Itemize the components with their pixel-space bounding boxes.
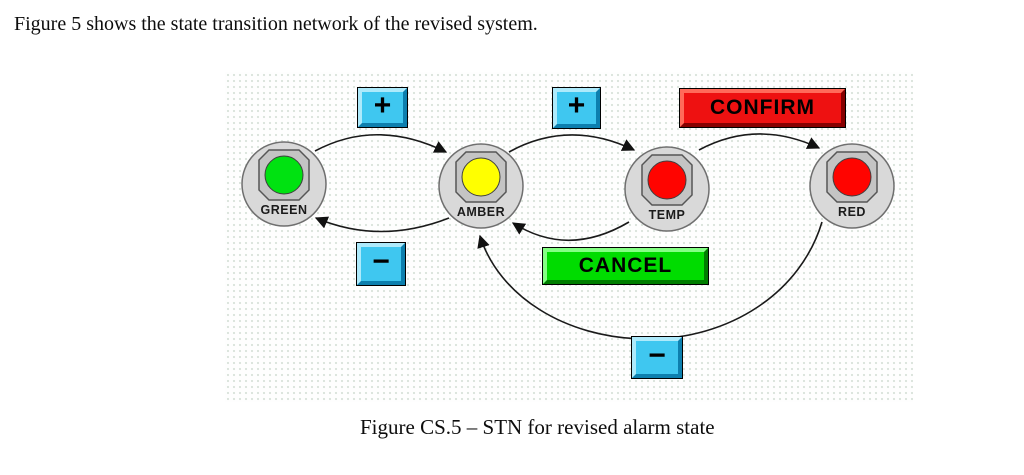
node-label-amber: AMBER bbox=[457, 205, 505, 219]
node-label-red: RED bbox=[838, 205, 866, 219]
arrow-temp-to-amber-cancel bbox=[511, 221, 630, 242]
minus-button-red-amber[interactable]: − bbox=[631, 336, 683, 379]
node-label-green: GREEN bbox=[261, 203, 308, 217]
cancel-button[interactable]: CANCEL bbox=[542, 247, 709, 285]
stn-diagram: GREEN AMBER TEMP RED + + CONFIRM − CANCE… bbox=[225, 72, 913, 402]
green-light bbox=[264, 155, 304, 195]
confirm-button[interactable]: CONFIRM bbox=[679, 88, 846, 128]
node-label-temp: TEMP bbox=[649, 208, 686, 222]
arrow-temp-to-red bbox=[698, 133, 821, 151]
amber-light bbox=[461, 157, 501, 197]
minus-button-amber-green[interactable]: − bbox=[356, 242, 406, 286]
temp-light bbox=[647, 160, 687, 200]
state-node-red[interactable]: RED bbox=[809, 143, 895, 229]
red-light bbox=[832, 157, 872, 197]
state-node-temp[interactable]: TEMP bbox=[624, 146, 710, 232]
plus-button-green-amber[interactable]: + bbox=[357, 87, 408, 128]
state-node-green[interactable]: GREEN bbox=[241, 141, 327, 227]
state-node-amber[interactable]: AMBER bbox=[438, 143, 524, 229]
transition-arrows bbox=[314, 133, 823, 340]
figure-caption: Figure CS.5 – STN for revised alarm stat… bbox=[360, 415, 715, 439]
arrow-green-to-amber bbox=[314, 133, 448, 153]
intro-text: Figure 5 shows the state transition netw… bbox=[14, 13, 538, 35]
arrow-amber-to-temp bbox=[508, 134, 636, 153]
arrow-amber-to-green bbox=[314, 216, 450, 233]
plus-button-amber-temp[interactable]: + bbox=[552, 87, 601, 129]
stn-diagram-canvas: GREEN AMBER TEMP RED bbox=[241, 133, 895, 340]
